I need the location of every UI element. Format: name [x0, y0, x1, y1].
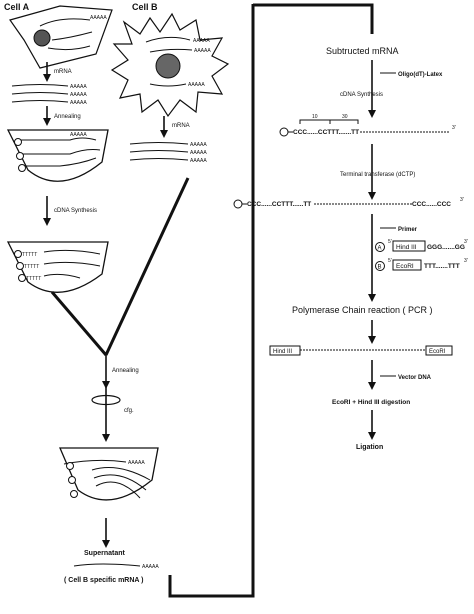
- hind3-primer: Hind III: [396, 244, 417, 251]
- mrna-strands-b: [129, 142, 189, 161]
- cell-a-drawing: [9, 5, 113, 69]
- mrna-a-label: mRNA: [54, 69, 72, 75]
- prime-3b: 3': [460, 197, 464, 203]
- polya-t3: AAAAA: [128, 460, 145, 466]
- polya-t1: AAAAA: [70, 132, 87, 138]
- polyt-t2a: TTTTT: [22, 252, 37, 258]
- cell-a-label: Cell A: [4, 2, 30, 12]
- cell-b-polya-3: AAAAA: [188, 82, 205, 88]
- ecori-primer: EcoRI: [396, 263, 414, 270]
- seq-2-left: CCC......CCTTT......TT: [247, 201, 311, 208]
- digestion-label: EcoRI + Hind III digestion: [332, 399, 410, 406]
- primer-b-seq: TTT.......TTT: [424, 263, 460, 270]
- cell-b-specific-label: ( Cell B specific mRNA ): [64, 577, 143, 584]
- pcr-hind3: Hind III: [273, 349, 292, 355]
- cfg-label: cfg.: [124, 408, 134, 414]
- supernatant-label: Supernatant: [84, 550, 126, 557]
- pcr-ecori-box: [425, 345, 453, 356]
- polya-b1: AAAAA: [190, 142, 207, 148]
- pcr-label: Polymerase Chain reaction ( PCR ): [292, 305, 433, 315]
- cell-a-polya: AAAAA: [90, 15, 107, 21]
- subtracted-mrna-label: Subtructed mRNA: [326, 46, 399, 56]
- seq-2-right: CCC......CCC: [412, 201, 451, 208]
- cdna-synthesis-label: cDNA Synthesis: [54, 208, 97, 214]
- primer-label: Primer: [398, 227, 418, 233]
- cell-b-label: Cell B: [132, 2, 158, 12]
- num-10: 10: [312, 114, 318, 120]
- polya-a2: AAAAA: [70, 92, 87, 98]
- hind3-primer-box: [392, 240, 426, 252]
- prime-3a: 3': [452, 125, 456, 131]
- latex-bead-2: [233, 199, 243, 209]
- terminal-transferase-label: Terminal transferase (dCTP): [340, 172, 415, 178]
- supernatant-strand: [73, 563, 141, 567]
- primer-a-mark: A: [378, 246, 382, 252]
- polyt-t2b: TTTTT: [24, 264, 39, 270]
- ecori-primer-box: [392, 259, 422, 271]
- polya-b3: AAAAA: [190, 158, 207, 164]
- polyt-t2c: TTTTT: [26, 276, 41, 282]
- ligation-label: Ligation: [356, 444, 383, 451]
- primer-b-3: 3': [464, 258, 468, 264]
- polya-a3: AAAAA: [70, 100, 87, 106]
- seq-1: CCC......CCTTT.......TT: [293, 129, 359, 136]
- mrna-b-label: mRNA: [172, 123, 190, 129]
- polya-b2: AAAAA: [190, 150, 207, 156]
- num-30: 30: [342, 114, 348, 120]
- polya-a1: AAAAA: [70, 84, 87, 90]
- annealing-2-label: Annealing: [112, 368, 139, 374]
- primer-b-5: 5': [388, 258, 392, 264]
- bracket-10: [299, 119, 331, 124]
- primer-a-3: 3': [464, 239, 468, 245]
- annealing-1-label: Annealing: [54, 114, 81, 120]
- mrna-strands-a: [11, 84, 69, 103]
- flow-connector-lines: [50, 3, 374, 598]
- cell-b-polya-2: AAAAA: [194, 48, 211, 54]
- cdna-synthesis-r-label: cDNA Synthesis: [340, 92, 383, 98]
- pcr-ecori: EcoRI: [429, 349, 446, 355]
- primer-b-marker: [375, 261, 385, 271]
- cell-b-polya-1: AAAAA: [193, 38, 210, 44]
- latex-tube-2: [6, 241, 109, 293]
- primer-a-5: 5': [388, 239, 392, 245]
- cell-b-drawing: [110, 12, 230, 118]
- primer-a-seq: GGG.......GG: [427, 244, 465, 251]
- vector-dna-label: Vector DNA: [398, 375, 432, 381]
- polya-super: AAAAA: [142, 564, 159, 570]
- latex-tube-3: [59, 447, 159, 501]
- primer-a-marker: [375, 242, 385, 252]
- oligo-latex-label: Oligo(dT)-Latex: [398, 72, 443, 78]
- latex-tube-1: [6, 129, 109, 182]
- latex-bead-1: [279, 127, 289, 137]
- bracket-30: [329, 119, 359, 124]
- primer-b-mark: B: [378, 265, 382, 271]
